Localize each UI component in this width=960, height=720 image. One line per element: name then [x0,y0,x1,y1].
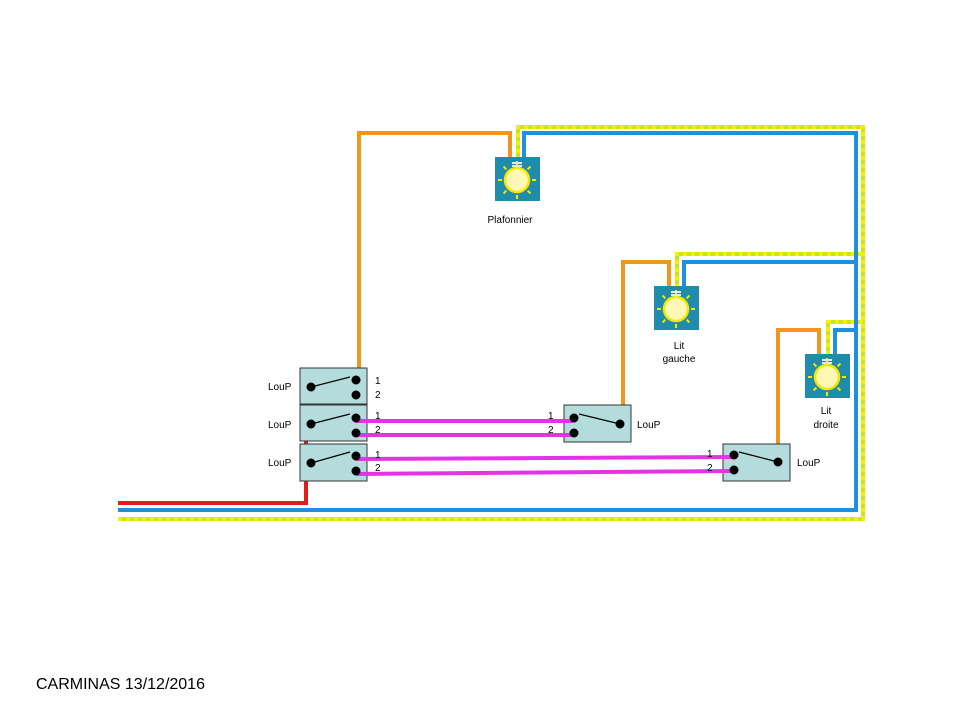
return-lit-droite [776,328,821,461]
earth-lit-droite [826,320,863,355]
switch-1-terminal-1: 1 [375,376,381,387]
switch-5-label: LouP [797,458,821,469]
switch-labels: LouP 1 2 LouP 1 2 LouP 1 2 LouP 1 2 LouP… [268,376,821,474]
switch-2-label: LouP [268,420,292,431]
neutral-lit-droite [833,328,856,355]
lamp-plafonnier-label: Plafonnier [487,215,533,226]
traveller-wires [355,419,734,476]
switch-contacts [306,375,783,476]
earth-main [118,125,865,521]
switch-3-label: LouP [268,458,292,469]
switch-boxes [299,367,791,482]
switch-4-terminal-1: 1 [548,411,554,422]
neutral-lit-gauche [682,260,856,287]
lamp-lit-droite-label-line2: droite [813,420,838,431]
switch-5-terminal-2: 2 [707,463,713,474]
earth-lit-gauche [675,252,863,287]
switch-1-terminal-2: 2 [375,390,381,401]
author-date-caption: CARMINAS 13/12/2016 [36,676,205,693]
traveller-b2 [355,469,734,476]
neutral-main [118,131,858,512]
light-bulb-icon [498,161,536,199]
lamp-lit-gauche: Lit gauche [654,286,699,365]
earth-wires [118,125,865,521]
switch-2-terminal-2: 2 [375,425,381,436]
phase-wire [118,385,308,505]
return-lit-gauche [621,260,671,426]
traveller-b1 [355,455,734,461]
return-plafonnier [357,131,512,378]
lamp-lit-gauche-label-line2: gauche [663,354,696,365]
switch-3-terminal-2: 2 [375,463,381,474]
lamp-lit-gauche-label-line1: Lit [674,341,685,352]
lamp-plafonnier: Plafonnier [487,157,540,226]
switch-5-terminal-1: 1 [707,449,713,460]
switch-1-label: LouP [268,382,292,393]
switch-2-terminal-1: 1 [375,411,381,422]
lamp-lit-droite: Lit droite [805,354,850,431]
return-wires [357,131,821,461]
switch-3-terminal-1: 1 [375,450,381,461]
switch-4-terminal-2: 2 [548,425,554,436]
lamp-lit-droite-label-line1: Lit [821,406,832,417]
light-bulb-icon [657,290,695,328]
neutral-wires [118,131,858,512]
switch-4-label: LouP [637,420,661,431]
light-bulb-icon [808,358,846,396]
